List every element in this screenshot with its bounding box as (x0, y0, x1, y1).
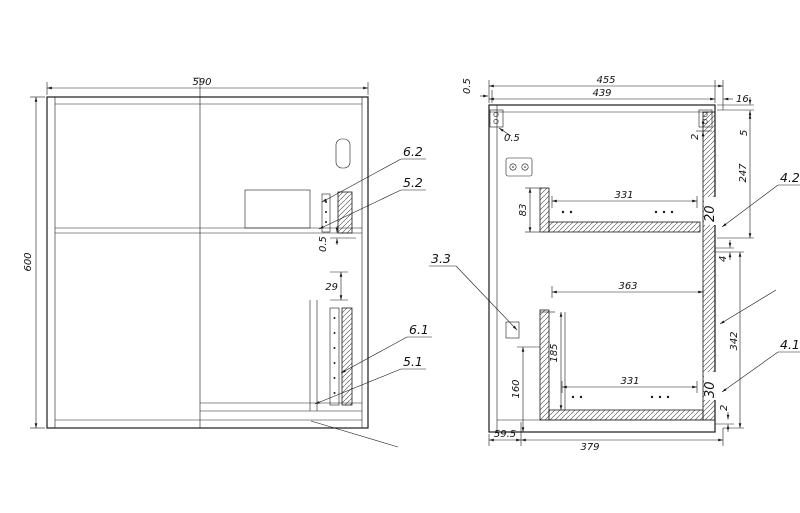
dim-160: 160 (511, 379, 522, 398)
hinge-plate-hole (493, 119, 499, 125)
system-hole (662, 210, 666, 214)
dim-4: 4 (718, 256, 729, 262)
callout-3-3: 3.3 (431, 251, 451, 266)
lower-drawer-front-section (539, 309, 550, 421)
runner-hole (333, 347, 336, 349)
dim-20: 20 (703, 205, 718, 222)
label-halo (704, 197, 718, 225)
hinge-plate-hole (493, 112, 499, 118)
dim-379: 379 (580, 442, 599, 453)
hinge-plate-hole (702, 112, 708, 118)
system-hole (650, 395, 654, 399)
runner-hole (333, 392, 336, 394)
callout-leader (314, 368, 402, 405)
dim-front-width: 590 (192, 77, 211, 88)
back-panel-leader (719, 289, 777, 325)
system-hole (571, 395, 575, 399)
callout-5-1: 5.1 (403, 354, 423, 369)
system-hole (561, 210, 565, 214)
dim-16: 16 (736, 94, 749, 105)
stray-leader (310, 420, 399, 448)
system-hole (579, 395, 583, 399)
system-hole (670, 210, 674, 214)
dim-30: 30 (703, 381, 718, 398)
callout-4-1: 4.1 (780, 337, 800, 352)
runner-hole (325, 221, 327, 223)
upper-runner-rail (321, 193, 331, 233)
callout-leader (340, 336, 408, 374)
upper-drawer-front-section (539, 187, 550, 233)
centerline-mark (193, 77, 201, 97)
dim-83: 83 (518, 204, 529, 217)
callout-leader (321, 158, 402, 203)
callout-leader (455, 265, 518, 331)
dim-363: 363 (618, 281, 637, 292)
runner-hole (333, 317, 336, 319)
upper-drawer-bottom-section (548, 221, 701, 233)
callout-leader (318, 189, 402, 230)
callout-6-2: 6.2 (403, 144, 423, 159)
lower-runner-bracket (341, 307, 353, 406)
hinge-outline (335, 138, 351, 169)
dim-05-inner: 0.5 (504, 133, 520, 144)
upper-drawer-back (244, 189, 311, 229)
system-hole (666, 395, 670, 399)
dim-595: 59.5 (494, 429, 516, 440)
dim-05-top: 0.5 (462, 78, 473, 94)
mounting-plate (505, 157, 533, 177)
system-hole (654, 210, 658, 214)
dim-331-lower: 331 (620, 376, 639, 387)
side-view: 331 83 0.5 2 20 4 455 439 16 0.5 (429, 75, 800, 453)
runner-hole (333, 362, 336, 364)
front-view: 590 600 0.5 29 6.2 5.2 6.1 5.1 (23, 77, 432, 448)
dim-247: 247 (738, 163, 749, 183)
callout-6-1: 6.1 (409, 322, 429, 337)
hinge-plate-left (489, 109, 504, 128)
dim-front-gap-05: 0.5 (318, 236, 329, 252)
system-hole (658, 395, 662, 399)
dim-front-height: 600 (23, 252, 34, 271)
front-carcass-outline (46, 96, 369, 429)
mounting-hole (521, 163, 529, 171)
runner-hole (333, 332, 336, 334)
hinge-plate-right (698, 109, 713, 128)
dim-front-29: 29 (325, 282, 338, 293)
dim-455: 455 (596, 75, 615, 86)
mounting-hole-center (512, 166, 514, 168)
callout-leader (721, 351, 779, 393)
dim-439: 439 (592, 88, 611, 99)
upper-runner-bracket (337, 191, 353, 234)
runner-hole (325, 211, 327, 213)
callout-leader (721, 184, 779, 228)
label-halo (704, 372, 718, 400)
lower-runner-rail (329, 307, 340, 406)
dim-leader (498, 127, 512, 137)
callout-5-2: 5.2 (403, 175, 423, 190)
system-hole (569, 210, 573, 214)
dim-2-top: 2 (690, 134, 701, 140)
mounting-hole (509, 163, 517, 171)
lower-drawer-bottom-section (548, 409, 704, 421)
runner-hole (325, 201, 327, 203)
dim-342: 342 (729, 331, 740, 350)
runner-bracket-section (505, 321, 520, 339)
mounting-hole-center (524, 166, 526, 168)
dim-185: 185 (549, 343, 560, 362)
callout-4-2: 4.2 (780, 170, 800, 185)
runner-hole (333, 377, 336, 379)
dim-5: 5 (739, 130, 750, 136)
dim-331-upper: 331 (614, 190, 633, 201)
dim-2-bottom: 2 (719, 405, 730, 411)
